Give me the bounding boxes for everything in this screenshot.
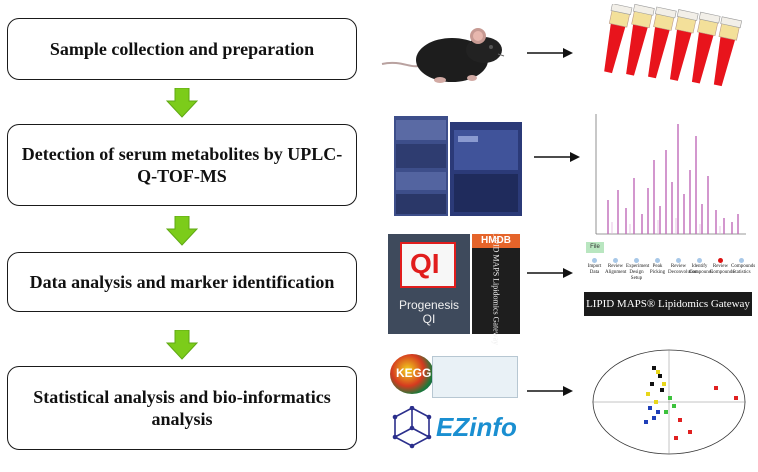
- mouse-image: [381, 28, 505, 83]
- progenesis-label-line1: Progenesis: [398, 298, 460, 312]
- progenesis-label: Progenesis QI: [388, 298, 470, 326]
- pca-score-plot: [592, 349, 746, 455]
- workflow-step-dot: [655, 258, 660, 263]
- workflow-step-dot: [613, 258, 618, 263]
- lipidmaps-side-text: LIPID MAPS Lipidomics Gateway: [491, 231, 501, 346]
- kegg-logo: [390, 354, 434, 394]
- step-box-detection: Detection of serum metabolites by UPLC-Q…: [7, 124, 357, 206]
- down-arrow-icon: [166, 88, 198, 118]
- molecule-cube-icon: [392, 406, 432, 449]
- workflow-step: Experiment Design Setup: [626, 258, 649, 282]
- kegg-label: KEGG: [396, 366, 432, 380]
- workflow-step: Review Alignment: [605, 258, 626, 276]
- mass-spectrum-image: [595, 114, 746, 235]
- down-arrow-icon: [166, 330, 198, 360]
- progenesis-label-line2: QI: [422, 312, 436, 326]
- workflow-step-dot: [697, 258, 702, 263]
- ezinfo-label: EZinfo: [436, 412, 517, 442]
- hmdb-lipidmaps-panel: HMDB LIPID MAPS Lipidomics Gateway: [472, 232, 520, 345]
- kegg-ezinfo-panel: KEGG EZinfo: [388, 352, 518, 460]
- workflow-step-dot: [739, 258, 744, 263]
- uplc-instrument-image: [394, 116, 522, 216]
- workflow-step-dot: [676, 258, 681, 263]
- step-box-sample-collection: Sample collection and preparation: [7, 18, 357, 80]
- workflow-step-dot: [634, 258, 639, 263]
- sample-tubes-image: [604, 4, 742, 87]
- workflow-step: Review Deconvolution: [668, 258, 698, 276]
- workflow-step: Identify Compounds: [689, 258, 713, 276]
- workflow-step: Compounds Statistics: [731, 258, 755, 276]
- hmdb-label: HMDB: [472, 234, 520, 248]
- workflow-step: Peak Picking: [647, 258, 668, 276]
- step-label: Detection of serum metabolites by UPLC-Q…: [21, 143, 343, 187]
- workflow-step: Review Compounds: [710, 258, 734, 276]
- step-label: Statistical analysis and bio-informatics…: [33, 386, 331, 430]
- step-box-data-analysis: Data analysis and marker identification: [7, 252, 357, 312]
- right-arrow-icon: [527, 386, 573, 396]
- workflow-tab-file: File: [586, 242, 604, 253]
- progenesis-qi-logo: QI Progenesis QI: [388, 234, 470, 334]
- step-box-statistical-analysis: Statistical analysis and bio-informatics…: [7, 366, 357, 450]
- qi-logo-mark: QI: [400, 242, 456, 288]
- right-arrow-icon: [534, 152, 580, 162]
- step-label: Data analysis and marker identification: [29, 271, 335, 292]
- lipidmaps-banner: LIPID MAPS® Lipidomics Gateway: [584, 292, 752, 316]
- right-arrow-icon: [527, 268, 573, 278]
- workflow-step: Import Data: [584, 258, 605, 276]
- workflow-step-dot: [718, 258, 723, 263]
- workflow-step-dot: [592, 258, 597, 263]
- qi-logo-text: QI: [410, 248, 440, 279]
- down-arrow-icon: [166, 216, 198, 246]
- right-arrow-icon: [527, 48, 573, 58]
- step-label: Sample collection and preparation: [49, 38, 315, 59]
- ezinfo-screen: [432, 356, 518, 398]
